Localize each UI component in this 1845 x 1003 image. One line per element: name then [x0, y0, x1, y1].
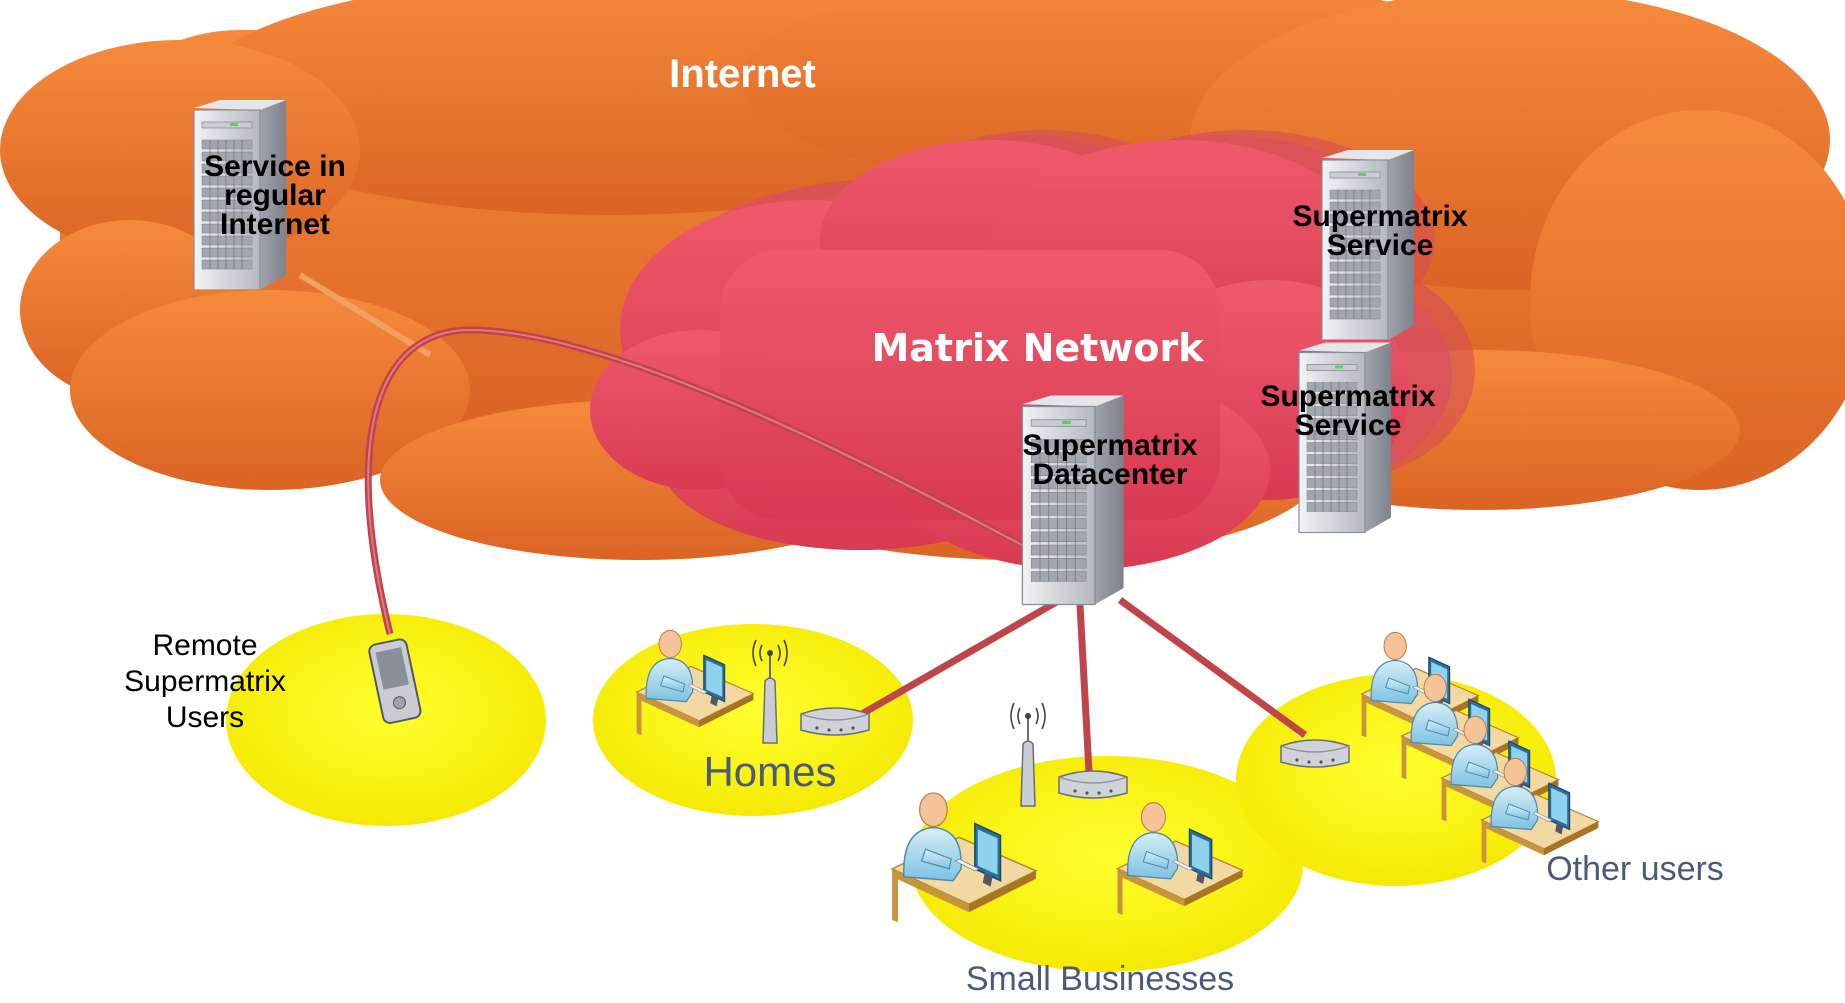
supermatrix-service-2-label: Supermatrix Service: [1260, 380, 1436, 442]
network-links: [298, 272, 1308, 791]
other-users-label: Other users: [1546, 850, 1724, 888]
homes-label: Homes: [703, 748, 837, 795]
remote-users-label: Remote Supermatrix Users: [124, 629, 286, 734]
router-icon: [800, 707, 870, 736]
pda-icon: [368, 638, 422, 724]
supermatrix-datacenter-label: Supermatrix Datacenter: [1022, 429, 1198, 491]
matrix-network-label: Matrix Network: [871, 326, 1204, 370]
router-icon: [1280, 739, 1350, 768]
supermatrix-service-1-label: Supermatrix Service: [1292, 200, 1468, 262]
service-regular-internet-label: Service in regular Internet: [204, 150, 346, 241]
small-businesses-label: Small Businesses: [965, 960, 1235, 998]
user-zones: [226, 614, 1556, 972]
zone-small-business: [911, 756, 1303, 972]
server-icon: [1021, 394, 1125, 606]
internet-label: Internet: [669, 52, 816, 96]
router-icon: [1058, 770, 1128, 799]
